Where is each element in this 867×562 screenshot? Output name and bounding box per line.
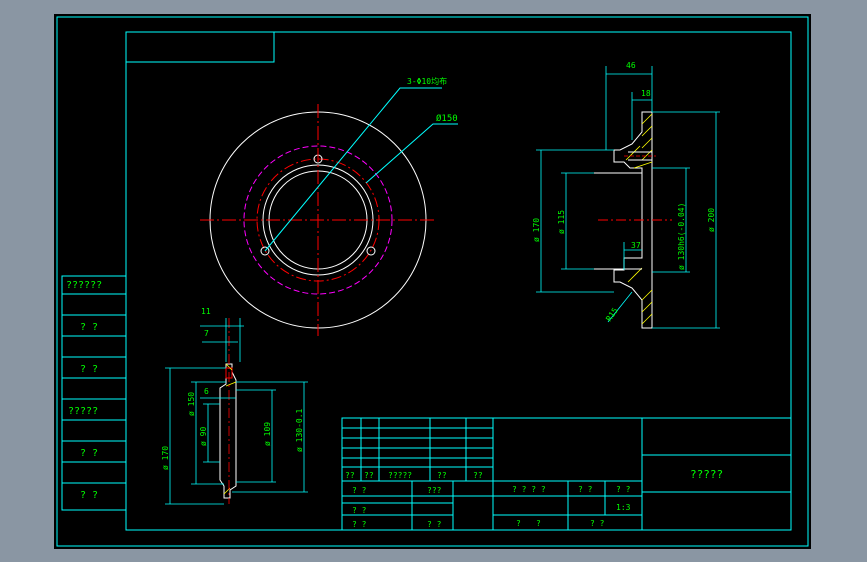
- dim-phi130: ø 130h6(-0.04): [677, 203, 686, 270]
- tb-a1: ??: [345, 471, 355, 480]
- tb-b3: ? ?: [352, 506, 367, 515]
- dim-inner-depth: 37: [631, 241, 641, 250]
- bolt-hole-right: [366, 246, 376, 256]
- left-label-6: ? ?: [80, 490, 98, 501]
- tb-b3-lower: ? ?: [352, 520, 367, 529]
- left-label-2: ? ?: [80, 322, 98, 333]
- dim-phi170-detail: ø 170: [161, 446, 170, 470]
- tb-c4: 1:3: [616, 503, 631, 512]
- tb-a4: ??: [437, 471, 447, 480]
- left-label-4: ?????: [68, 406, 98, 417]
- detail-dimension-texts: 11 7 6 ø 170 ø 150 ø 90 ø 109 ø 130-0.1: [161, 307, 304, 470]
- tb-c1: ? ? ? ?: [512, 485, 546, 494]
- code-box: [126, 32, 275, 63]
- dim-phi150-detail: ø 150: [187, 392, 196, 416]
- tb-c5: ?: [516, 519, 521, 528]
- hole-note-leader: [264, 87, 442, 252]
- title-block: [341, 417, 792, 531]
- tb-b2: ???: [427, 486, 442, 495]
- section-view: 46 18 37 ø 170 ø 115 ø 130h6(-0.04) ø 20…: [532, 61, 720, 329]
- left-labels: ?????? ? ? ? ? ????? ? ? ? ?: [66, 280, 102, 501]
- dim-width: 46: [626, 61, 636, 70]
- outer-frame: [56, 16, 809, 547]
- dim-flange: 18: [641, 89, 651, 98]
- title-block-texts: ????? ?? ?? ????? ?? ?? ? ? ??? ? ? ? ? …: [345, 468, 723, 529]
- tb-c6: ?: [536, 519, 541, 528]
- dim-phi109-detail: ø 109: [263, 422, 272, 446]
- drawing-title: ?????: [690, 468, 723, 481]
- tb-c2: ? ?: [578, 485, 593, 494]
- tb-a2: ??: [364, 471, 374, 480]
- left-label-strip: [61, 275, 127, 511]
- tb-b1: ? ?: [352, 486, 367, 495]
- tb-b4: ? ?: [427, 520, 442, 529]
- tb-a5: ??: [473, 471, 483, 480]
- dim-7: 7: [204, 329, 209, 338]
- left-label-1: ??????: [66, 280, 102, 291]
- left-label-3: ? ?: [80, 364, 98, 375]
- detail-view: 11 7 6 ø 170 ø 150 ø 90 ø 109 ø 130-0.1: [161, 307, 308, 505]
- dim-6: 6: [204, 387, 209, 396]
- drawing-area: [54, 14, 811, 549]
- dim-phi130-detail: ø 130-0.1: [295, 408, 304, 452]
- front-view: 3-Φ10均布 Ø150: [200, 76, 458, 336]
- dim-11: 11: [201, 307, 211, 316]
- bolt-circle-dimension: Ø150: [436, 113, 458, 124]
- dim-phi200: ø 200: [707, 208, 716, 232]
- section-dimension-lines: [536, 66, 720, 329]
- bolt-hole-left: [260, 246, 270, 256]
- dim-phi115: ø 115: [557, 210, 566, 234]
- tb-c3: ? ?: [616, 485, 631, 494]
- left-label-5: ? ?: [80, 448, 98, 459]
- dim-phi170: ø 170: [532, 218, 541, 242]
- bolt-circle-leader: [365, 123, 458, 184]
- tb-c7: ? ?: [590, 519, 605, 528]
- dim-phi90-detail: ø 90: [199, 427, 208, 446]
- hole-note: 3-Φ10均布: [407, 76, 447, 86]
- hidden-circle-outer: [243, 145, 393, 295]
- detail-dimension-lines: [165, 318, 308, 505]
- tb-a3: ?????: [388, 471, 412, 480]
